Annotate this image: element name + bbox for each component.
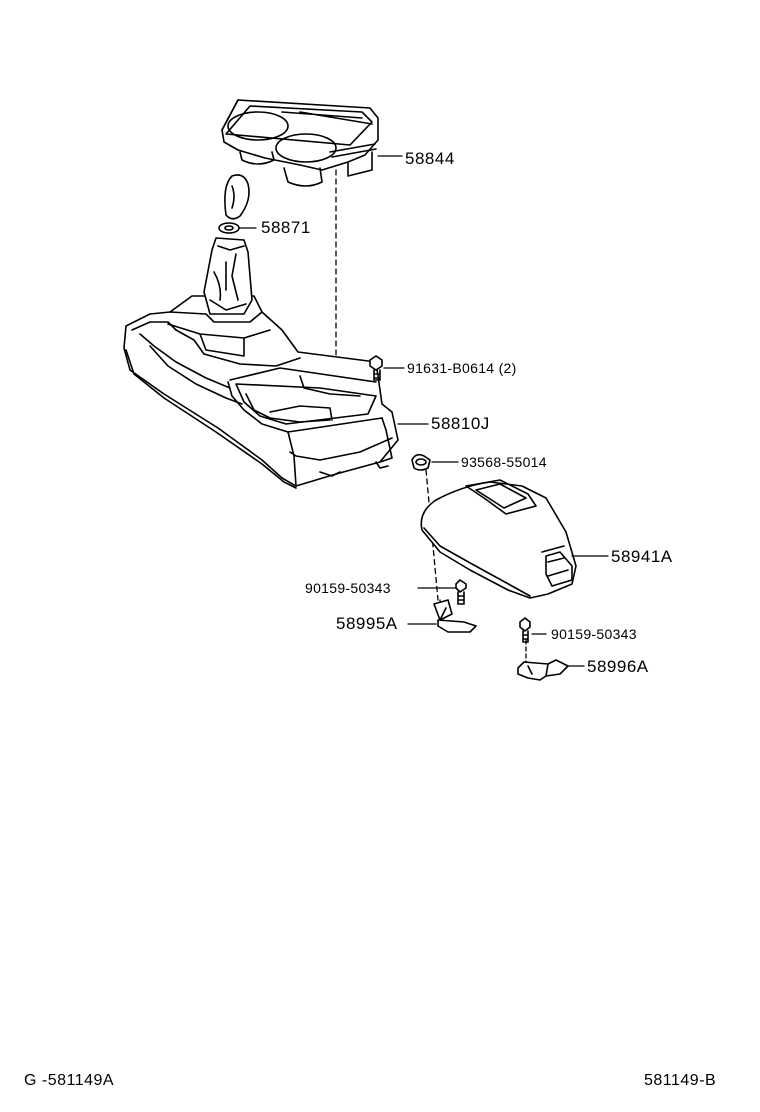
label-bolt-top: 91631-B0614 (2) (407, 360, 517, 376)
label-shift-knob-nut: 58871 (261, 218, 311, 237)
label-clip: 93568-55014 (461, 454, 547, 470)
bracket-right-drawing (517, 659, 569, 681)
screw-left-drawing (455, 579, 467, 605)
label-bracket-left: 58995A (336, 614, 398, 633)
bolt-top-drawing (369, 355, 383, 381)
leader-lines (239, 155, 609, 667)
label-cup-holder: 58844 (405, 149, 455, 168)
rear-console-drawing (420, 479, 577, 599)
label-screw-left: 90159-50343 (305, 580, 391, 596)
label-bracket-right: 58996A (587, 657, 649, 676)
clip-drawing (411, 453, 431, 471)
console-box-drawing (123, 237, 399, 489)
shift-knob-drawing (218, 174, 250, 234)
label-rear-console: 58941A (611, 547, 673, 566)
footer-left-code: G -581149A (24, 1072, 115, 1089)
cup-holder-drawing (221, 99, 379, 187)
bracket-left-drawing (433, 599, 477, 633)
screw-right-drawing (519, 617, 531, 643)
label-console-box: 58810J (431, 414, 490, 433)
label-screw-right: 90159-50343 (551, 626, 637, 642)
footer-right-code: 581149-B (644, 1072, 717, 1089)
